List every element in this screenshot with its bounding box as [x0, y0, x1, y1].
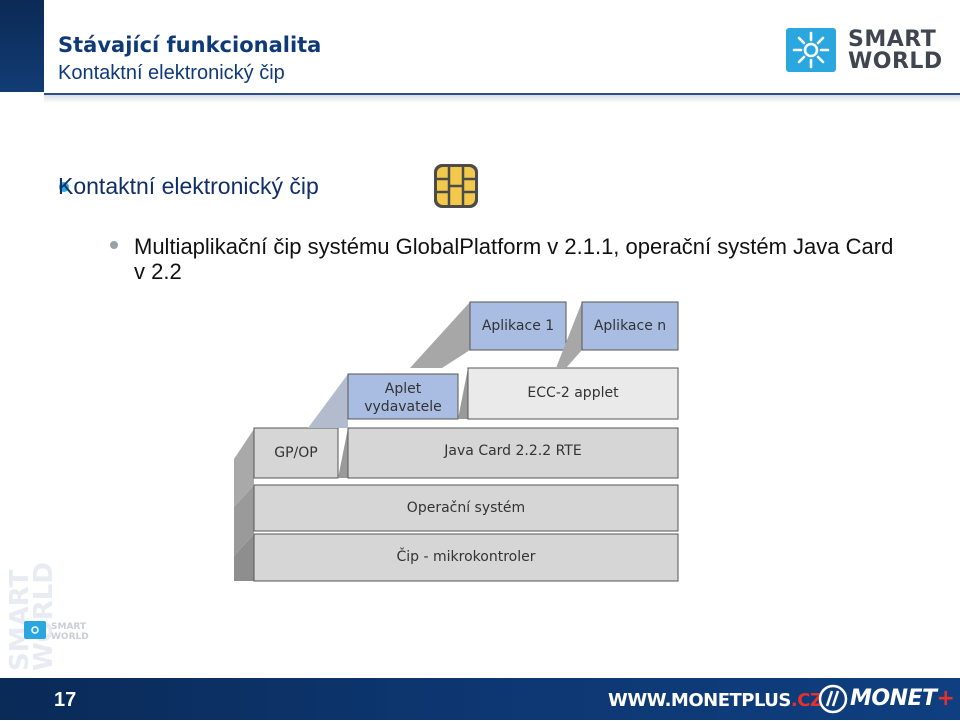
sim-chip-icon: [433, 163, 479, 209]
label-jcrte: Java Card 2.2.2 RTE: [443, 443, 581, 459]
layer-chip: Čip - mikrokontroler: [234, 533, 679, 582]
box-jcrte: Java Card 2.2.2 RTE: [338, 427, 679, 479]
box-app1: Aplikace 1: [410, 301, 567, 368]
monet-logo: MONET+: [818, 682, 955, 716]
bullet-main: Kontaktní elektronický čip: [58, 173, 319, 199]
label-ecc: ECC-2 applet: [527, 385, 619, 401]
logo-text-world: WORLD: [848, 49, 943, 74]
header-shadow: [44, 95, 960, 103]
slide-title: Stávající funkcionalita: [58, 33, 322, 57]
bullet-sub: Multiaplikační čip systému GlobalPlatfor…: [134, 234, 894, 284]
label-os: Operační systém: [407, 500, 525, 516]
watermark-world: WORLD: [29, 562, 59, 671]
chip-architecture-diagram: Čip - mikrokontroler Operační systém GP/…: [230, 298, 682, 588]
watermark-smart: SMART: [5, 569, 35, 671]
logo-text-smart: SMART: [848, 27, 937, 52]
footer-url[interactable]: WWW.MONETPLUS.CZ: [608, 690, 823, 711]
box-ecc: ECC-2 applet: [458, 367, 679, 420]
url-main: WWW.MONETPLUS: [608, 690, 791, 711]
layer-os: Operační systém: [234, 484, 679, 556]
smart-world-logo: SMART WORLD: [786, 26, 944, 74]
watermark-sun-icon: [24, 621, 46, 639]
label-gpop: GP/OP: [274, 445, 317, 461]
header-left-bar: [0, 0, 44, 92]
monet-wordmark: MONET+: [850, 686, 955, 711]
label-aplet-1: Aplet: [385, 381, 422, 397]
label-appn: Aplikace n: [594, 318, 666, 334]
monet-plus: +: [936, 686, 955, 711]
bullet-dot: [59, 182, 69, 192]
label-app1: Aplikace 1: [482, 318, 554, 334]
monet-emblem-icon: [818, 684, 848, 714]
box-aplet: Aplet vydavatele: [308, 373, 459, 428]
label-chip: Čip - mikrokontroler: [397, 547, 536, 565]
sub-bullet-dot: [110, 241, 118, 249]
smart-world-watermark: SMART WORLD SMART WORLD: [4, 545, 94, 675]
monet-brand: MONET: [850, 686, 937, 711]
slide-subtitle: Kontaktní elektronický čip: [58, 62, 285, 84]
footer-bar: [0, 678, 960, 720]
page-number: 17: [54, 689, 77, 711]
label-aplet-2: vydavatele: [364, 399, 442, 415]
header-divider: [44, 93, 960, 95]
sun-icon: [786, 28, 836, 72]
url-accent: .CZ: [790, 690, 823, 711]
watermark-small-smart: SMART: [51, 622, 87, 632]
box-appn: Aplikace n: [556, 301, 679, 368]
box-gpop: GP/OP: [234, 427, 339, 507]
watermark-small-world: WORLD: [51, 632, 89, 642]
